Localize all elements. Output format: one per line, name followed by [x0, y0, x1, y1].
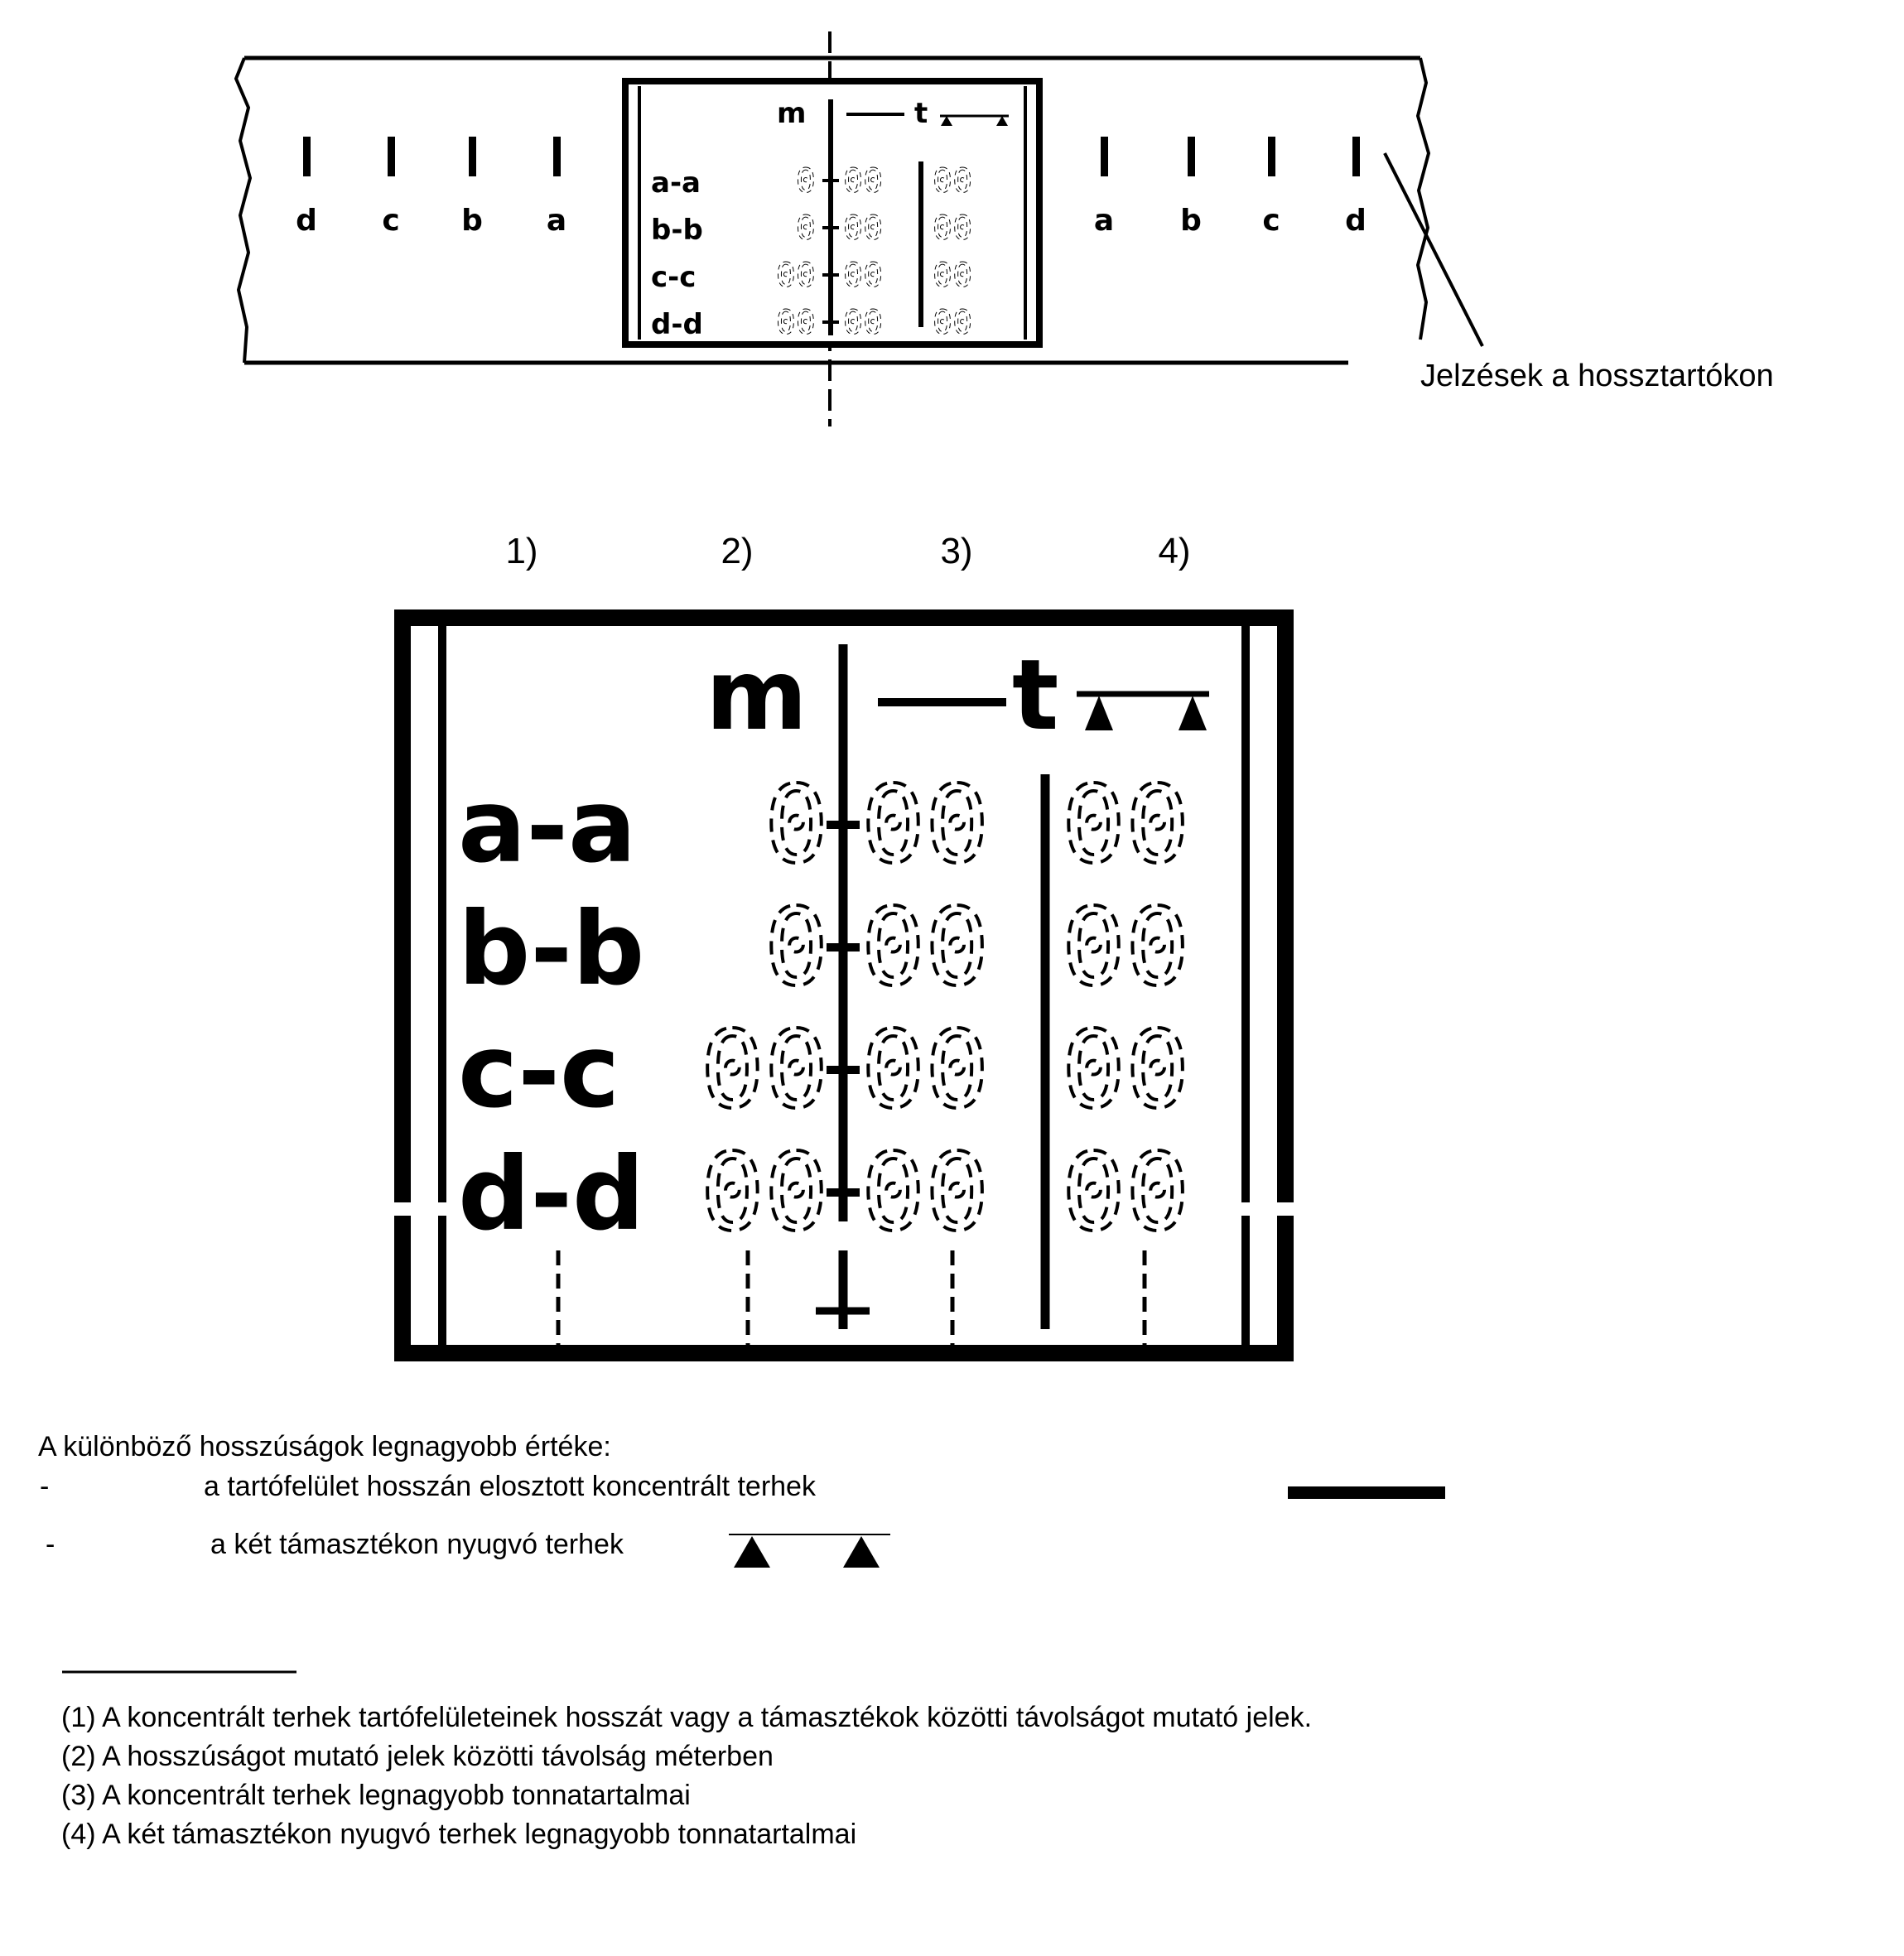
small-header-t: t: [914, 97, 928, 130]
length-value: 0: [764, 886, 828, 1009]
support-triangle-icon: [843, 1536, 880, 1568]
supported-load-value: 00: [933, 304, 972, 342]
big-plate-notch-left: [389, 1202, 454, 1216]
concentrated-load-value: 00: [861, 764, 989, 887]
length-mark-tick: [469, 137, 476, 176]
length-mark-tick: [1268, 137, 1275, 176]
strip-right-break: [1415, 57, 1431, 340]
row-label: c-c: [458, 1013, 619, 1130]
length-value: 0: [796, 162, 816, 200]
concentrated-load-value: 00: [843, 257, 883, 295]
strip-left-break: [234, 57, 253, 364]
row-label: b-b: [458, 890, 644, 1008]
callout-label: Jelzések a hossztartókon: [1420, 359, 1774, 393]
length-mark-tick: [1188, 137, 1195, 176]
supported-load-value: 00: [1062, 1131, 1189, 1255]
big-support-triangle: [1179, 696, 1207, 730]
length-mark-label: b: [1180, 204, 1202, 238]
supported-load-value: 00: [933, 210, 972, 248]
footnote-ref: 1): [505, 531, 537, 571]
legend-item-2-text: a két támasztékon nyugvó terhek: [210, 1529, 624, 1560]
concentrated-load-value: 00: [843, 210, 883, 248]
supported-load-value: 00: [933, 162, 972, 200]
callout-leader-line: [1383, 152, 1484, 347]
length-mark-tick: [303, 137, 311, 176]
footnote-ref: 2): [721, 531, 753, 571]
footnote-4: (4) A két támasztékon nyugvó terhek legn…: [61, 1819, 857, 1850]
legend-item-1-dash: -: [40, 1471, 50, 1502]
concentrated-load-value: 00: [843, 304, 883, 342]
length-mark-label: d: [1345, 204, 1367, 238]
support-triangle-icon: [734, 1536, 770, 1568]
row-label: a-a: [651, 166, 701, 200]
concentrated-load-value: 00: [861, 886, 989, 1009]
big-header-t: t: [1012, 638, 1058, 752]
supported-load-value: 00: [1062, 1009, 1189, 1132]
small-support-triangle: [996, 116, 1008, 126]
footnote-2: (2) A hosszúságot mutató jelek közötti t…: [61, 1741, 774, 1772]
length-value: 0: [796, 210, 816, 248]
concentrated-load-value: 00: [843, 162, 883, 200]
footnote-3: (3) A koncentrált terhek legnagyobb tonn…: [61, 1780, 691, 1811]
big-support-triangle: [1085, 696, 1113, 730]
footnote-ref: 3): [940, 531, 972, 571]
row-label: d-d: [458, 1135, 644, 1253]
length-mark-label: c: [1262, 204, 1280, 238]
concentrated-load-value: 00: [861, 1009, 989, 1132]
length-mark-label: a: [1094, 204, 1114, 238]
length-mark-tick: [553, 137, 561, 176]
length-value: 00: [701, 1131, 828, 1255]
supported-load-value: 00: [933, 257, 972, 295]
length-mark-label: a: [547, 204, 566, 238]
length-mark-label: c: [382, 204, 399, 238]
length-mark-tick: [1101, 137, 1108, 176]
length-mark-label: b: [461, 204, 483, 238]
legend-item-2-dash: -: [46, 1529, 55, 1560]
legend-item-1-text: a tartófelület hosszán elosztott koncent…: [204, 1471, 816, 1502]
top-strip: d c b a a b c d Jelzések a hossztartókon m t a…: [234, 31, 1774, 426]
footnote-1: (1) A koncentrált terhek tartófelületein…: [61, 1702, 1313, 1733]
small-support-triangle: [941, 116, 952, 126]
footnote-refs: 1) 2) 3) 4): [505, 531, 1190, 571]
right-marks: a b c d: [1094, 137, 1367, 238]
supported-load-value: 00: [1062, 764, 1189, 887]
length-value: 0: [764, 764, 828, 887]
length-value: 00: [776, 304, 816, 342]
row-label: c-c: [651, 261, 696, 294]
concentrated-load-value: 00: [861, 1131, 989, 1255]
length-value: 00: [701, 1009, 828, 1132]
row-label: b-b: [651, 214, 703, 247]
footnote-ref: 4): [1158, 531, 1190, 571]
legend-intro: A különböző hosszúságok legnagyobb érték…: [38, 1431, 611, 1462]
supported-load-value: 00: [1062, 886, 1189, 1009]
length-value: 00: [776, 257, 816, 295]
length-mark-tick: [1352, 137, 1360, 176]
big-header-m: m: [706, 638, 807, 752]
length-mark-tick: [388, 137, 395, 176]
length-mark-label: d: [296, 204, 317, 238]
legend-symbols: [62, 1486, 1445, 1674]
big-plate-notch-right: [1236, 1202, 1300, 1216]
thick-bar-symbol: [1288, 1486, 1445, 1499]
row-label: a-a: [458, 768, 636, 885]
row-label: d-d: [651, 308, 703, 341]
small-header-m: m: [777, 97, 806, 130]
